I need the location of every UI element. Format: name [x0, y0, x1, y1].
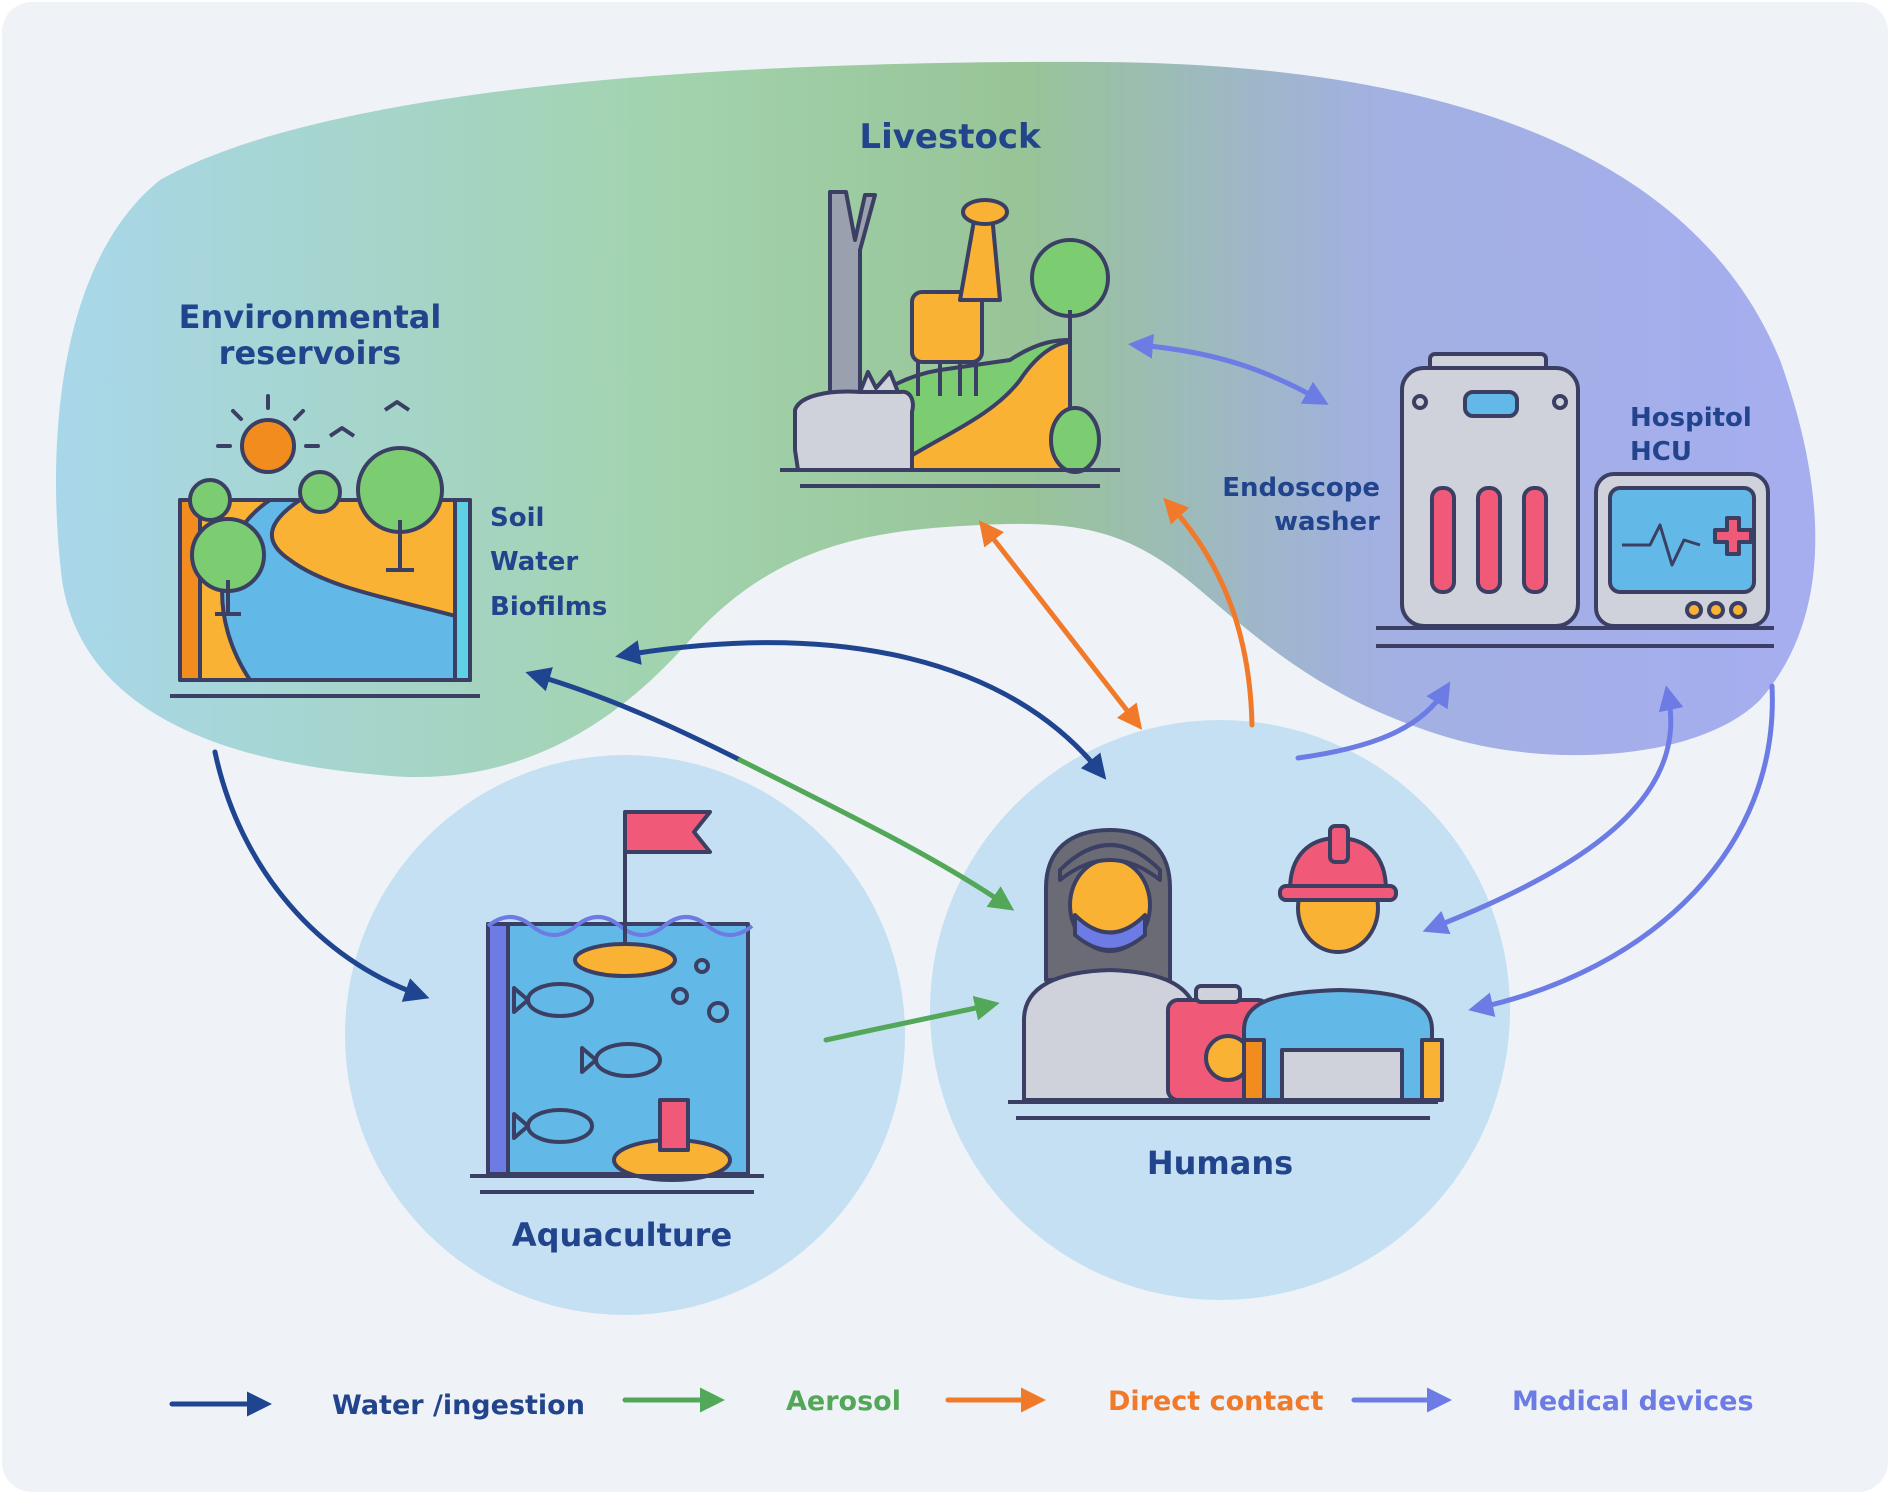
endoscope-label-line2: washer [1274, 507, 1380, 537]
arrow-livestock-medical [1128, 333, 1329, 405]
environmental-reservoir-icon [170, 394, 480, 698]
arrow-humans-to-livestock [1163, 497, 1255, 728]
aquaculture-label: Aquaculture [512, 1216, 732, 1254]
legend-label-contact: Direct contact [1108, 1386, 1324, 1417]
arrow-hcu-humans [1422, 685, 1684, 935]
environmental-label-line1: Environmental [179, 298, 442, 336]
arrow-livestock-humans-contact [978, 520, 1143, 730]
environmental-sub-water: Water [490, 547, 578, 577]
environmental-sub-soil: Soil [490, 503, 544, 533]
legend-item-water: Water /ingestion [169, 1390, 585, 1421]
endoscope-label-line1: Endoscope [1222, 473, 1380, 503]
legend-item-medical: Medical devices [1351, 1386, 1754, 1417]
legend-item-contact: Direct contact [945, 1386, 1324, 1417]
legend-label-water: Water /ingestion [332, 1390, 585, 1421]
humans-icon [1008, 824, 1444, 1120]
arrow-environment-humans-water [525, 667, 743, 763]
aquaculture-icon [470, 810, 764, 1194]
humans-label: Humans [1147, 1144, 1293, 1182]
legend: Water /ingestion Aerosol Direct contact … [169, 1386, 1754, 1421]
medical-equipment-icon [1376, 352, 1774, 648]
arrow-aquaculture-to-humans [823, 995, 1000, 1043]
arrow-environment-humans-aerosol [737, 757, 1015, 911]
livestock-icon [780, 190, 1120, 488]
legend-item-aerosol: Aerosol [622, 1386, 901, 1417]
hospital-label-line1: Hospitol [1630, 403, 1752, 433]
hospital-label-line2: HCU [1630, 437, 1692, 467]
arrow-medical-to-humans [1468, 683, 1775, 1017]
arrow-environment-to-aquaculture [212, 749, 430, 1002]
livestock-label: Livestock [859, 117, 1042, 157]
environmental-label-line2: reservoirs [219, 334, 402, 372]
legend-label-aerosol: Aerosol [786, 1386, 901, 1417]
legend-label-medical: Medical devices [1512, 1386, 1754, 1417]
environmental-sub-biofilms: Biofilms [490, 592, 607, 622]
